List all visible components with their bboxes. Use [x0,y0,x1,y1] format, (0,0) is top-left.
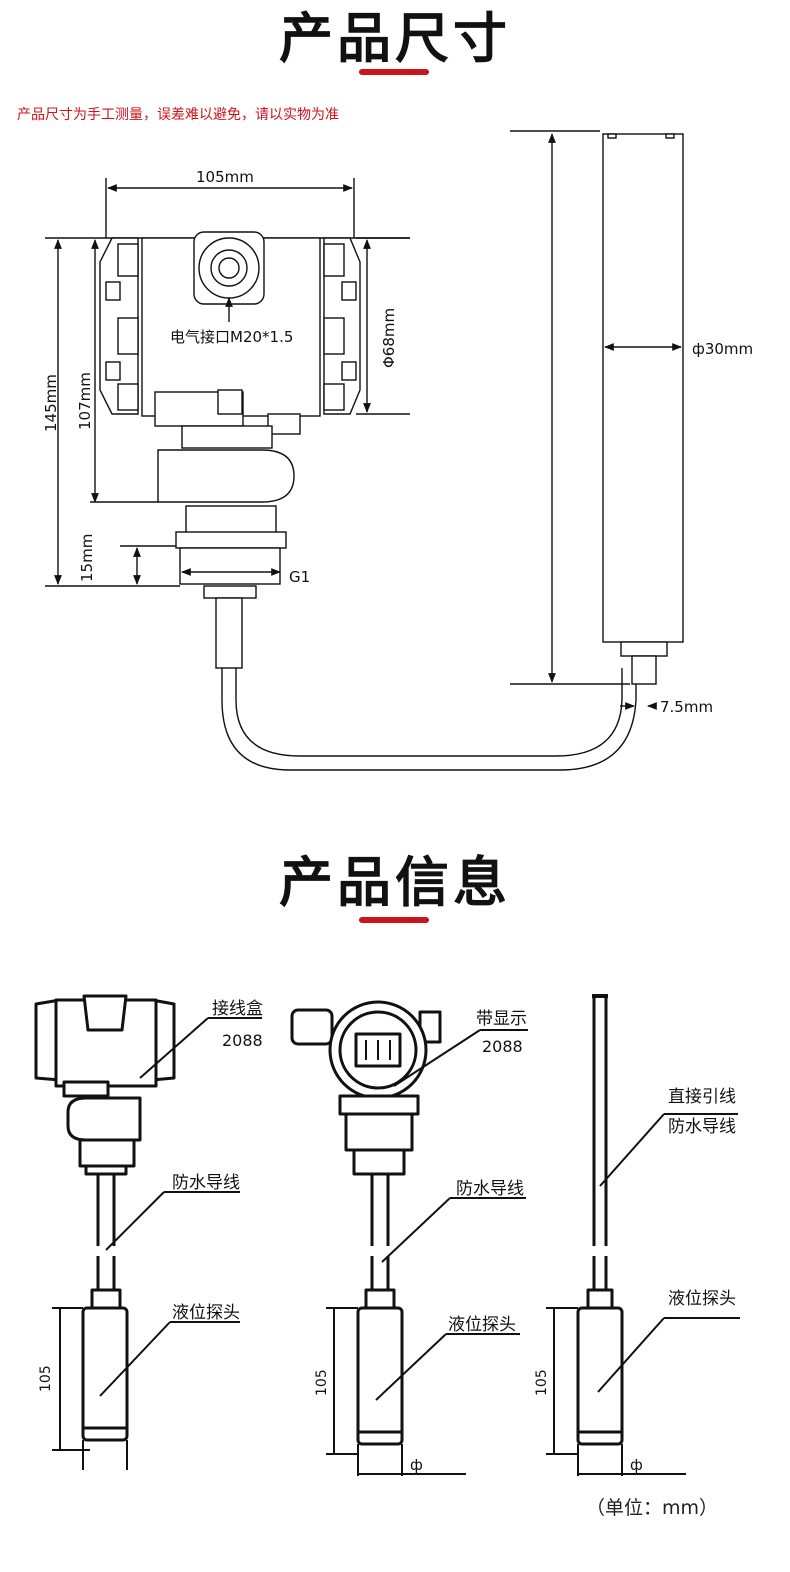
dimension-drawing: 105mm 电气接口M20*1.5 Φ68mm 145mm 107mm 15mm… [42,130,753,771]
dim-145-label: 145mm [42,374,60,432]
dim-phi30-label: ф30mm [692,340,753,358]
dim-width-label: 105mm [196,168,254,186]
dim-phi68-label: Φ68mm [380,308,398,368]
variant-b-length-label: 105 [314,1369,330,1396]
measurement-note: 产品尺寸为手工测量，误差难以避免，请以实物为准 [17,107,339,123]
variant-b-diameter-label: ф [410,1456,423,1474]
dim-cable-label: 7.5mm [660,698,713,716]
variant-c-diameter-label: ф [630,1456,643,1474]
variant-a-model-label: 2088 [222,1031,263,1050]
variant-a-cable-label: 防水导线 [172,1173,240,1193]
variant-c-lead-label: 直接引线 [668,1087,736,1107]
section-title-product-info: 产品信息 [279,851,511,914]
product-info-drawing: 接线盒 2088 防水导线 液位探头 105 带显示 2088 防水导线 液位探… [34,994,740,1476]
thread-label: G1 [289,568,310,586]
variant-a-probe-label: 液位探头 [172,1303,240,1323]
title-underline [359,917,429,923]
variant-b-cable-label: 防水导线 [456,1179,524,1199]
unit-note: （单位：mm） [586,1497,719,1519]
dim-15-label: 15mm [78,534,96,582]
variant-c-cable-label: 防水导线 [668,1117,736,1137]
variant-a-box-label: 接线盒 [212,999,263,1019]
variant-c-length-label: 105 [534,1369,550,1396]
variant-a-length-label: 105 [38,1365,54,1392]
section-title-dimensions: 产品尺寸 [279,7,511,70]
dim-107-label: 107mm [76,372,94,430]
conduit-label: 电气接口M20*1.5 [170,328,293,346]
variant-c-probe-label: 液位探头 [668,1289,736,1309]
title-underline [359,69,429,75]
variant-b-probe-label: 液位探头 [448,1315,516,1335]
variant-b-model-label: 2088 [482,1037,523,1056]
variant-b-display-label: 带显示 [476,1009,527,1029]
